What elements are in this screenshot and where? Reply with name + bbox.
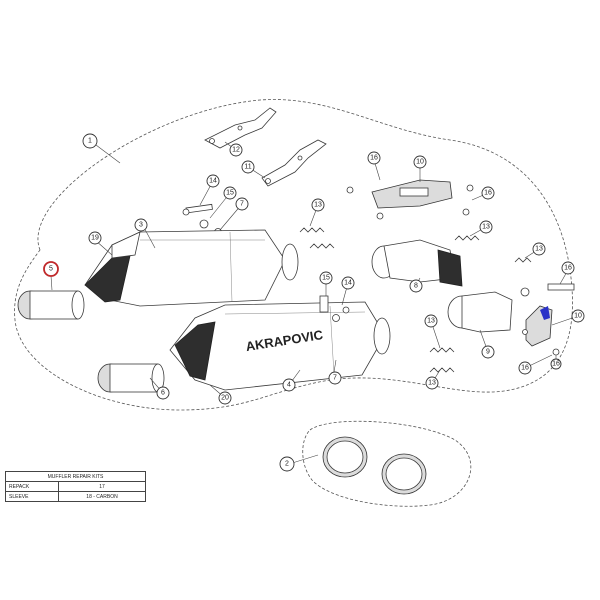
assembly-boundary-2 [302,420,472,507]
bracket-12 [204,107,277,149]
callout-16-e: 16 [550,358,562,370]
svg-text:7: 7 [240,201,244,208]
table-row: REPACK 17 [5,481,146,492]
svg-text:5: 5 [49,266,53,273]
muffler-4: AKRAPOVIC [169,301,391,391]
svg-text:16: 16 [552,361,560,368]
callout-7-upper: 7 [235,197,249,211]
assembly-boundary-1 [14,99,573,411]
svg-text:7: 7 [333,375,337,382]
callout-10-upper: 10 [413,155,427,169]
svg-text:11: 11 [244,164,251,171]
callout-5-highlighted[interactable]: 5 [43,261,59,277]
svg-text:20: 20 [221,395,229,402]
callout-16-b: 16 [481,186,495,200]
svg-text:16: 16 [484,190,492,197]
callout-11: 11 [241,160,255,174]
callout-1: 1 [82,133,98,149]
svg-text:13: 13 [314,202,322,209]
end-cap-5 [17,290,85,320]
bolt-16 [547,283,575,291]
muffler-3 [84,229,299,307]
accent-mark [540,306,550,320]
svg-text:15: 15 [226,190,234,197]
row-label-repack: REPACK [5,481,59,492]
svg-text:16: 16 [564,265,572,272]
carbon-sleeves-2 [322,436,427,495]
callout-13-d: 13 [424,314,438,328]
link-pipe-9 [447,287,530,333]
heat-shield-10-upper [346,179,474,220]
row-value-sleeve: 18 - CARBON [58,491,146,502]
svg-text:16: 16 [370,155,378,162]
svg-text:13: 13 [428,380,436,387]
svg-text:8: 8 [414,283,418,290]
table-row: SLEEVE 18 - CARBON [5,491,146,502]
callout-14-upper: 14 [206,174,220,188]
svg-text:3: 3 [139,222,143,229]
callout-8: 8 [409,279,423,293]
callout-10-lower: 10 [571,309,585,323]
svg-text:6: 6 [161,390,165,397]
callout-12: 12 [229,143,243,157]
svg-text:19: 19 [91,235,99,242]
bracket-11 [261,139,327,187]
svg-text:13: 13 [482,224,490,231]
callout-13-e: 13 [425,376,439,390]
mount-hardware-lower [319,295,350,322]
heat-shield-10-lower [522,305,560,356]
svg-text:1: 1 [88,138,92,145]
row-label-sleeve: SLEEVE [5,491,59,502]
callout-19: 19 [88,231,102,245]
svg-text:15: 15 [322,275,330,282]
callout-16-d: 16 [518,361,532,375]
link-pipe-8 [371,239,463,287]
svg-text:10: 10 [574,313,582,320]
callout-20: 20 [218,391,232,405]
svg-text:4: 4 [287,382,291,389]
callout-13-b: 13 [479,220,493,234]
callout-9: 9 [481,345,495,359]
callout-7-lower: 7 [328,371,342,385]
svg-text:16: 16 [521,365,529,372]
end-cap-6 [97,363,165,393]
callout-13-c: 13 [532,242,546,256]
muffler-repair-kits-table: MUFFLER REPAIR KITS REPACK 17 SLEEVE 18 … [5,471,146,502]
callout-2: 2 [279,456,295,472]
svg-text:14: 14 [344,280,352,287]
svg-text:9: 9 [486,349,490,356]
svg-text:2: 2 [285,461,289,468]
svg-text:13: 13 [427,318,435,325]
table-title: MUFFLER REPAIR KITS [5,471,146,482]
callout-6: 6 [156,386,170,400]
row-value-repack: 17 [58,481,146,492]
springs-13 [299,227,532,373]
callout-14-lower: 14 [341,276,355,290]
callout-15-lower: 15 [319,271,333,285]
svg-text:13: 13 [535,246,543,253]
callout-4: 4 [282,378,296,392]
svg-text:12: 12 [232,147,240,154]
callout-3: 3 [134,218,148,232]
callout-16-a: 16 [367,151,381,165]
svg-text:10: 10 [416,159,424,166]
callout-13-a: 13 [311,198,325,212]
svg-text:14: 14 [209,178,217,185]
callout-16-c: 16 [561,261,575,275]
callout-15-upper: 15 [223,186,237,200]
